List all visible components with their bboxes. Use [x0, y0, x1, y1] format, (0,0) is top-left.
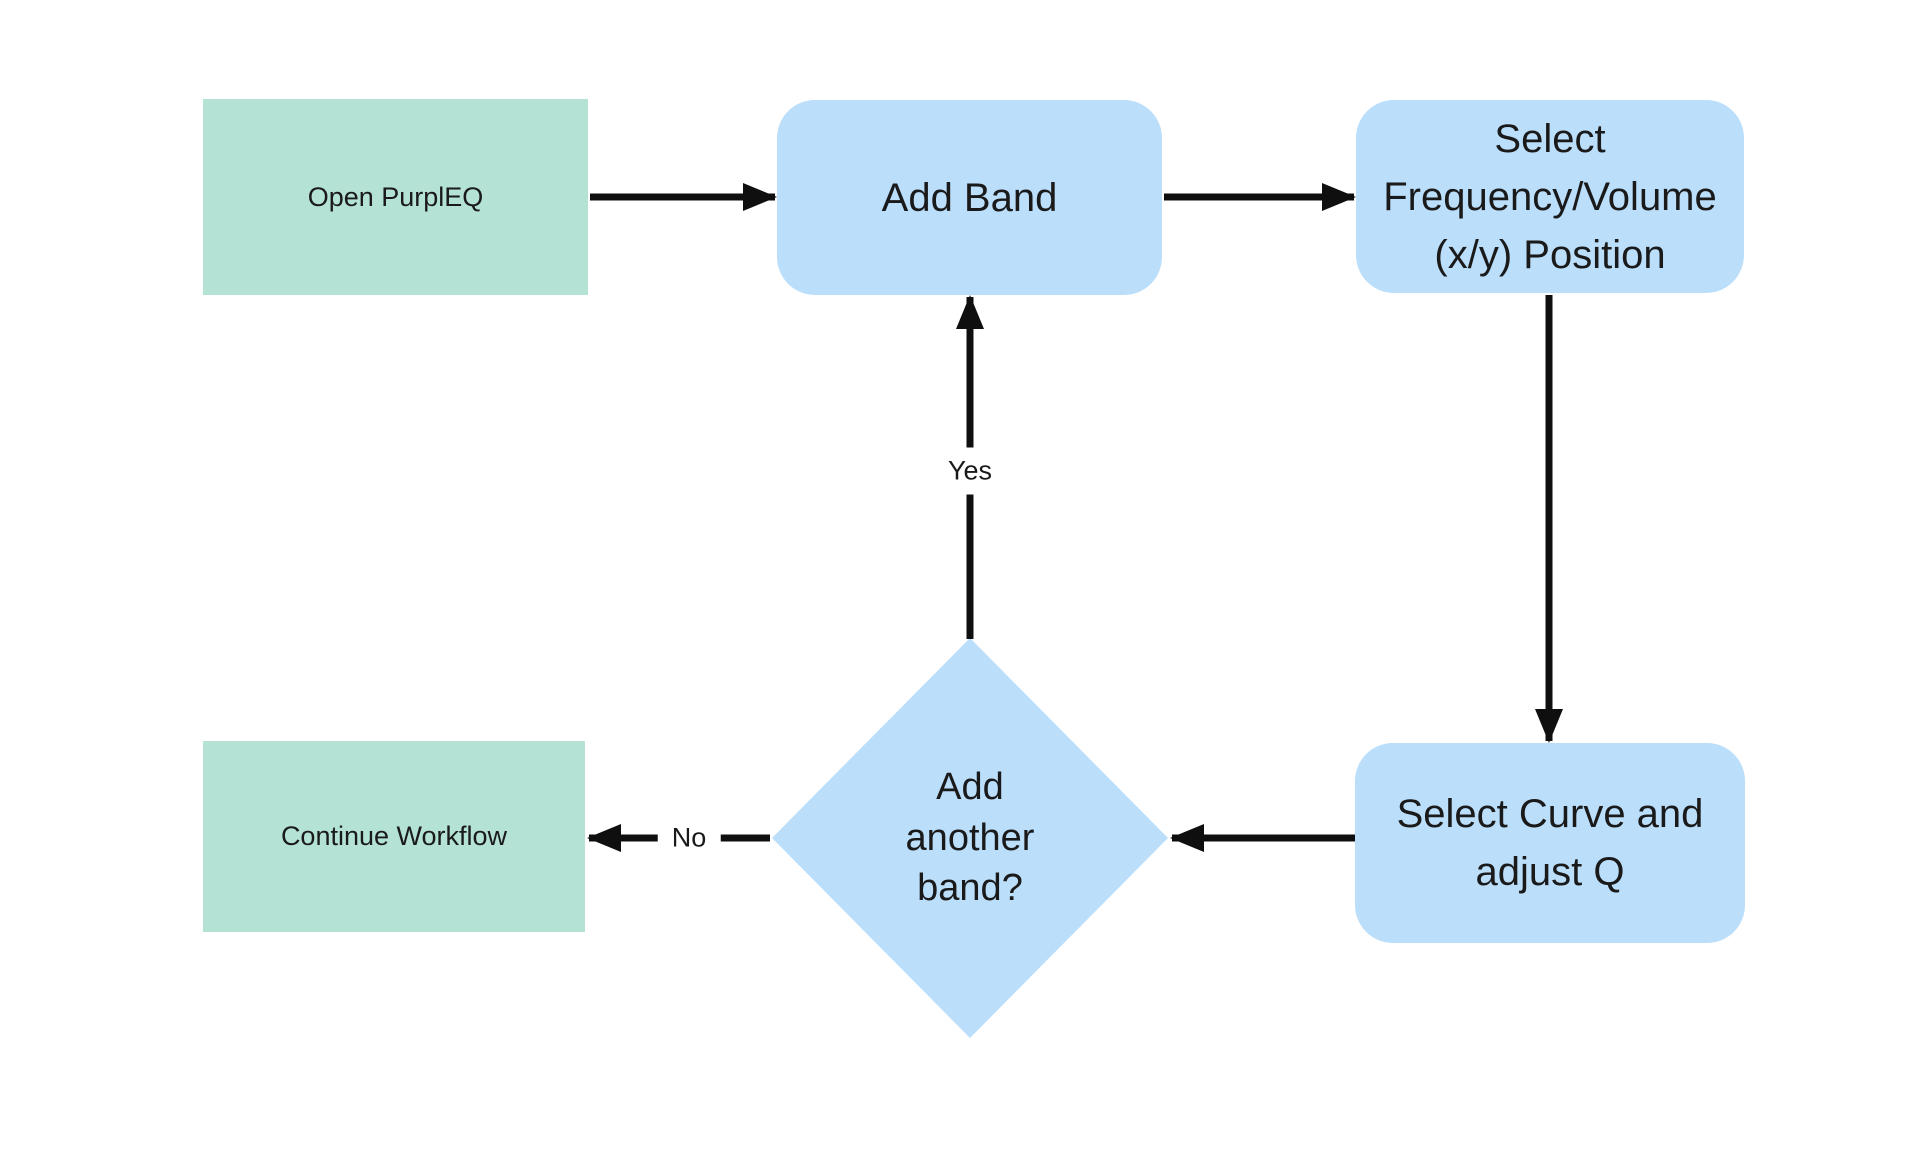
- label-line: (x/y) Position: [1434, 232, 1666, 277]
- node-decision-label: Add another band?: [906, 762, 1035, 915]
- label-line: Frequency/Volume: [1383, 174, 1717, 219]
- edge-label-yes: Yes: [933, 447, 1007, 495]
- label-line: Add: [936, 765, 1004, 808]
- label-line: band?: [917, 867, 1023, 910]
- label-line: Select: [1494, 116, 1606, 161]
- node-open-purpleq-label: Open PurplEQ: [307, 181, 484, 212]
- node-select-curve-adjust-q-label: Select Curve and adjust Q: [1397, 785, 1704, 901]
- node-decision-add-another-band: Add another band?: [860, 738, 1080, 938]
- node-open-purpleq: Open PurplEQ: [203, 99, 588, 295]
- node-select-curve-adjust-q: Select Curve and adjust Q: [1355, 743, 1745, 943]
- label-line: adjust Q: [1475, 850, 1625, 894]
- node-add-band: Add Band: [777, 100, 1162, 295]
- node-continue-workflow: Continue Workflow: [203, 741, 585, 932]
- decision-diamond-shape: [772, 638, 1168, 1038]
- node-select-frequency-volume: Select Frequency/Volume (x/y) Position: [1356, 100, 1744, 293]
- node-continue-workflow-label: Continue Workflow: [280, 821, 508, 851]
- edge-label-no: No: [657, 814, 721, 862]
- node-add-band-label: Add Band: [881, 175, 1058, 220]
- node-select-frequency-volume-label: Select Frequency/Volume (x/y) Position: [1383, 110, 1717, 284]
- label-line: another: [905, 816, 1035, 859]
- label-line: Select Curve and: [1396, 792, 1704, 836]
